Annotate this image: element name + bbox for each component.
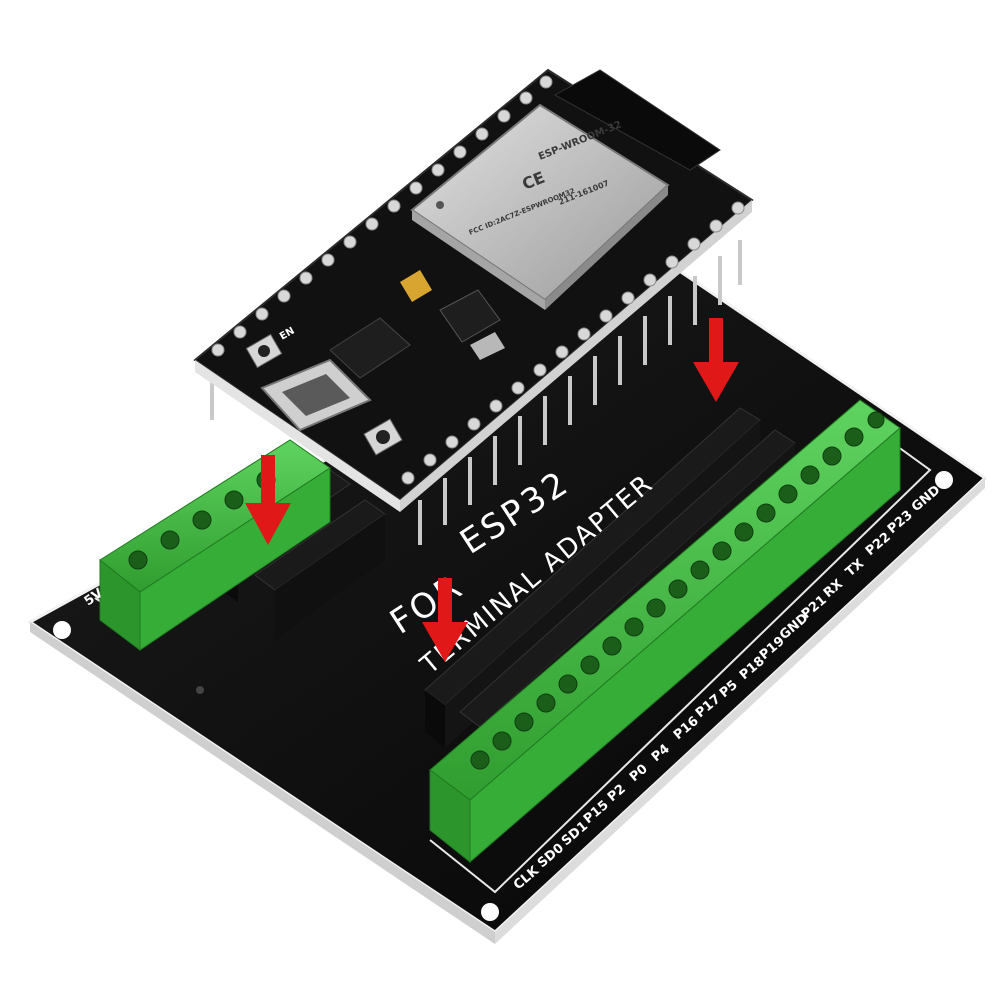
- boot-button[interactable]: [363, 418, 403, 456]
- tantalum-capacitor: [400, 270, 432, 302]
- voltage-regulator: [439, 289, 501, 343]
- esp32-module: ESP-WROOM-32 CE 211-161007 FCC ID:2AC7Z-…: [193, 68, 754, 545]
- crystal: [470, 332, 505, 360]
- header-pins: [210, 240, 742, 545]
- mount-hole-left: [53, 621, 71, 639]
- pin-row-bottom: [401, 201, 745, 485]
- micro-usb-port: [260, 358, 372, 432]
- arrow-down-icon: [693, 318, 739, 402]
- arrow-down-icon: [245, 455, 291, 545]
- en-button[interactable]: [245, 333, 283, 369]
- pin-row-top: [211, 75, 553, 357]
- screw-row: [470, 411, 885, 770]
- arrow-down-icon: [422, 578, 468, 662]
- mount-hole-right: [935, 471, 953, 489]
- terminal-block-right: [429, 399, 901, 864]
- usb-uart-chip: [329, 317, 411, 379]
- mount-hole-bottom: [481, 903, 499, 921]
